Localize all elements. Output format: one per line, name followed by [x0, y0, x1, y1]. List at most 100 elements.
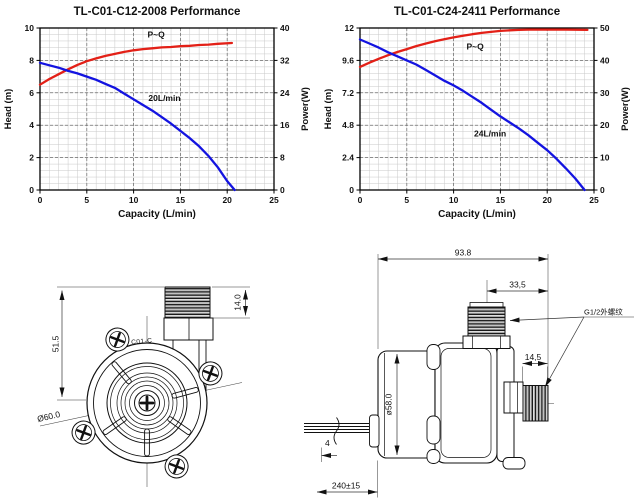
y-left-tick-label: 6 [29, 88, 34, 98]
front-volute-inner-ring [93, 349, 201, 457]
x-tick-label: 10 [129, 195, 139, 205]
x-axis-title: Capacity (L/min) [438, 209, 516, 220]
side-wire-break-mark [333, 417, 340, 445]
y-left-tick-label: 10 [25, 23, 35, 33]
y-right-tick-label: 16 [280, 120, 290, 130]
front-screw-lugs [71, 327, 223, 479]
y-right-tick-label: 20 [600, 120, 610, 130]
y-right-tick-label: 40 [600, 55, 610, 65]
side-pump-head [434, 342, 498, 464]
tick-marks [356, 27, 598, 194]
x-tick-label: 20 [222, 195, 232, 205]
y-right-tick-label: 40 [280, 23, 290, 33]
major-grid [360, 28, 594, 190]
dim-length-label: 93.8 [455, 248, 472, 258]
dim-length-ext [377, 254, 549, 380]
pump-front-view-drawing: C01-C 51.5 14.0 Ø60.0 [36, 286, 250, 487]
curve-24lmin [358, 38, 586, 192]
tick-marks [36, 27, 278, 194]
y-left-tick-label: 0 [349, 185, 354, 195]
dim-height-ext [57, 286, 164, 401]
thread-note-label: G1/2外螺纹 [584, 307, 623, 317]
curve-pq [38, 41, 234, 86]
side-wires [304, 423, 369, 433]
y-right-tick-label: 0 [600, 185, 605, 195]
side-topport-nut [462, 335, 511, 349]
y-right-axis-title: Power(W) [620, 87, 631, 131]
plot-border [359, 27, 595, 191]
chart-title: TL-C01-C12-2008 Performance [74, 6, 241, 18]
side-topport-cap [469, 302, 504, 308]
x-tick-label: 0 [358, 195, 363, 205]
x-tick-label: 15 [496, 195, 506, 205]
x-tick-label: 5 [84, 195, 89, 205]
y-left-tick-label: 4 [29, 120, 34, 130]
side-clamp-tabs [426, 344, 441, 464]
side-topport-threads [467, 306, 506, 337]
y-left-axis-title: Head (m) [323, 89, 334, 130]
y-right-tick-label: 10 [600, 153, 610, 163]
y-left-tick-label: 2.4 [342, 153, 354, 163]
side-housing-foot [502, 457, 526, 470]
side-topport-nut-faces [472, 336, 501, 349]
curve-label: P~Q [147, 29, 165, 39]
y-left-tick-label: 7.2 [342, 88, 354, 98]
chart-title: TL-C01-C24-2411 Performance [394, 6, 560, 18]
y-left-axis-title: Head (m) [3, 89, 14, 130]
technical-drawings: C01-C 51.5 14.0 Ø60.0 [36, 248, 634, 498]
side-rightport-threads [522, 385, 549, 422]
y-left-tick-label: 4.8 [342, 120, 354, 130]
y-left-tick-label: 8 [29, 55, 34, 65]
dim-port-label: 14.0 [233, 294, 243, 311]
y-right-tick-label: 50 [600, 23, 610, 33]
dim-outlet-label: 14,5 [525, 352, 542, 362]
thread-note-leader-top [509, 316, 585, 323]
x-tick-label: 25 [269, 195, 279, 205]
y-left-tick-label: 0 [29, 185, 34, 195]
y-right-tick-label: 0 [280, 185, 285, 195]
x-tick-label: 0 [38, 195, 43, 205]
dim-offset-label: 33,5 [509, 280, 526, 290]
y-right-tick-label: 30 [600, 88, 610, 98]
front-body-label: C01-C [131, 337, 153, 346]
x-tick-label: 5 [404, 195, 409, 205]
x-tick-label: 20 [542, 195, 552, 205]
dim-height-label: 51.5 [51, 335, 61, 352]
major-grid [40, 28, 274, 190]
y-left-tick-label: 9.6 [342, 55, 354, 65]
pump-side-view-drawing: ø58.0 93.8 [304, 248, 634, 498]
y-left-tick-label: 2 [29, 153, 34, 163]
x-tick-label: 25 [589, 195, 599, 205]
curve-label: 24L/min [474, 129, 506, 139]
curve-20lmin [38, 61, 236, 192]
y-right-tick-label: 8 [280, 153, 285, 163]
front-impeller-rings [106, 362, 188, 444]
x-axis-title: Capacity (L/min) [118, 209, 196, 220]
x-tick-label: 15 [176, 195, 186, 205]
chart-background [320, 0, 640, 230]
curve-label: 20L/min [148, 93, 180, 103]
y-right-axis-title: Power(W) [300, 87, 311, 131]
x-tick-label: 10 [449, 195, 459, 205]
side-rightport-hex-faces [509, 382, 518, 413]
plot-border [39, 27, 275, 191]
dim-diameter-label: Ø60.0 [36, 409, 61, 424]
thread-note-leader-right [544, 316, 585, 388]
y-right-tick-label: 32 [280, 55, 290, 65]
dim-cable-label: 240±15 [332, 481, 361, 491]
dim-wire-label: 4 [325, 438, 330, 448]
front-hub-cross [139, 395, 155, 411]
dim-motor-dia-label: ø58.0 [384, 393, 394, 415]
side-rightport-hex [503, 381, 524, 414]
front-threaded-port [164, 286, 211, 319]
curve-label: P~Q [467, 41, 485, 51]
y-left-tick-label: 12 [345, 23, 355, 33]
y-right-tick-label: 24 [280, 88, 290, 98]
side-cable-gland [369, 414, 380, 448]
dim-port-ext [212, 286, 250, 319]
front-port-nut [163, 317, 214, 341]
